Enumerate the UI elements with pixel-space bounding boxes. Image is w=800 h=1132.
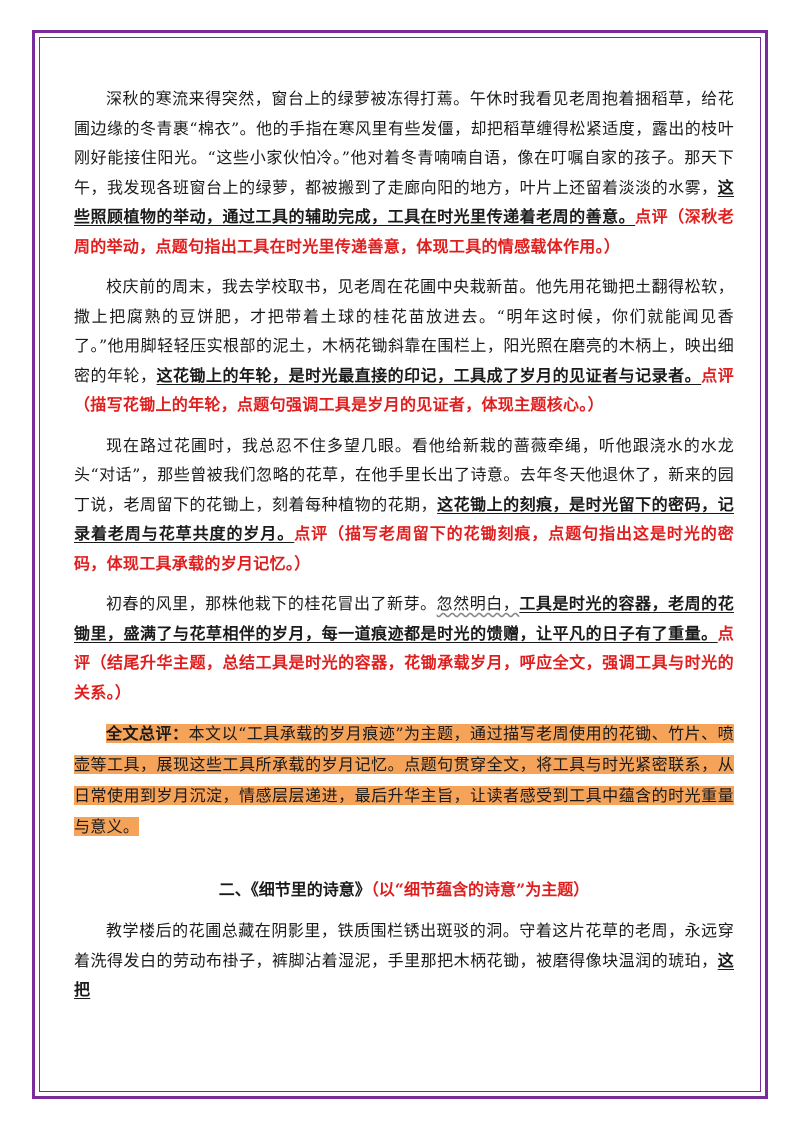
paragraph-planting: 校庆前的周末，我去学校取书，见老周在花圃中央栽新苗。他先用花锄把土翻得松软，撒上… bbox=[74, 272, 734, 420]
comment-note: 点评（描写老周留下的花锄刻痕，点题句指出这是时光的密码，体现工具承载的岁月记忆。… bbox=[74, 524, 734, 573]
paragraph-section2-intro: 教学楼后的花圃总藏在阴影里，铁质围栏锈出斑驳的洞。守着这片花草的老周，永远穿着洗… bbox=[74, 916, 734, 1005]
section-heading: 二、《细节里的诗意》（以“细节蕴含的诗意”为主题） bbox=[74, 876, 734, 904]
paragraph-text: 校庆前的周末，我去学校取书，见老周在花圃中央栽新苗。他先用花锄把土翻得松软，撒上… bbox=[74, 277, 734, 385]
section-subtitle: （以“细节蕴含的诗意”为主题） bbox=[370, 880, 590, 899]
paragraph-spring: 初春的风里，那株他栽下的桂花冒出了新芽。忽然明白，工具是时光的容器，老周的花锄里… bbox=[74, 589, 734, 707]
paragraph-autumn: 深秋的寒流来得突然，窗台上的绿萝被冻得打蔫。午休时我看见老周抱着捆稻草，给花圃边… bbox=[74, 84, 734, 261]
page-border-outer bbox=[32, 30, 768, 1099]
key-sentence: 工具是时光的容器，老周的花锄里，盛满了与花草相伴的岁月，每一道痕迹都是时光的馈赠… bbox=[74, 594, 734, 643]
paragraph-text: 现在路过花圃时，我总忍不住多望几眼。看他给新栽的蔷薇牵绳，听他跟浇水的水龙头“对… bbox=[74, 435, 734, 514]
comment-note: 点评（结尾升华主题，总结工具是时光的容器，花锄承载岁月，呼应全文，强调工具与时光… bbox=[74, 623, 734, 702]
key-sentence: 这花锄上的年轮，是时光最直接的印记，工具成了岁月的见证者与记录者。 bbox=[156, 365, 702, 385]
page-border-inner bbox=[39, 37, 761, 1092]
paragraph-text: 深秋的寒流来得突然，窗台上的绿萝被冻得打蔫。午休时我看见老周抱着捆稻草，给花圃边… bbox=[74, 89, 734, 197]
wavy-underlined-phrase: 忽然明白， bbox=[436, 594, 520, 613]
summary-label: 全文总评： bbox=[106, 724, 189, 743]
comment-note: 点评（深秋老周的举动，点题句指出工具在时光里传递善意，体现工具的情感载体作用。） bbox=[74, 207, 734, 256]
key-sentence: 这花锄上的刻痕，是时光留下的密码，记录着老周与花草共度的岁月。 bbox=[74, 494, 734, 544]
paragraph-retirement: 现在路过花圃时，我总忍不住多望几眼。看他给新栽的蔷薇牵绳，听他跟浇水的水龙头“对… bbox=[74, 431, 734, 579]
paragraph-text: 教学楼后的花圃总藏在阴影里，铁质围栏锈出斑驳的洞。守着这片花草的老周，永远穿着洗… bbox=[74, 921, 734, 970]
section-title: 二、《细节里的诗意》 bbox=[218, 880, 371, 899]
key-sentence: 这些照顾植物的举动，通过工具的辅助完成，工具在时光里传递着老周的善意。 bbox=[74, 177, 734, 227]
overall-summary: 全文总评：本文以“工具承载的岁月痕迹”为主题，通过描写老周使用的花锄、竹片、喷壶… bbox=[74, 718, 734, 842]
key-sentence: 这把 bbox=[74, 950, 734, 1000]
article-body: 深秋的寒流来得突然，窗台上的绿萝被冻得打蔫。午休时我看见老周抱着捆稻草，给花圃边… bbox=[74, 84, 734, 1016]
comment-note: 点评（描写花锄上的年轮，点题句强调工具是岁月的见证者，体现主题核心。） bbox=[74, 365, 734, 415]
paragraph-text: 初春的风里，那株他栽下的桂花冒出了新芽。 bbox=[106, 594, 437, 613]
